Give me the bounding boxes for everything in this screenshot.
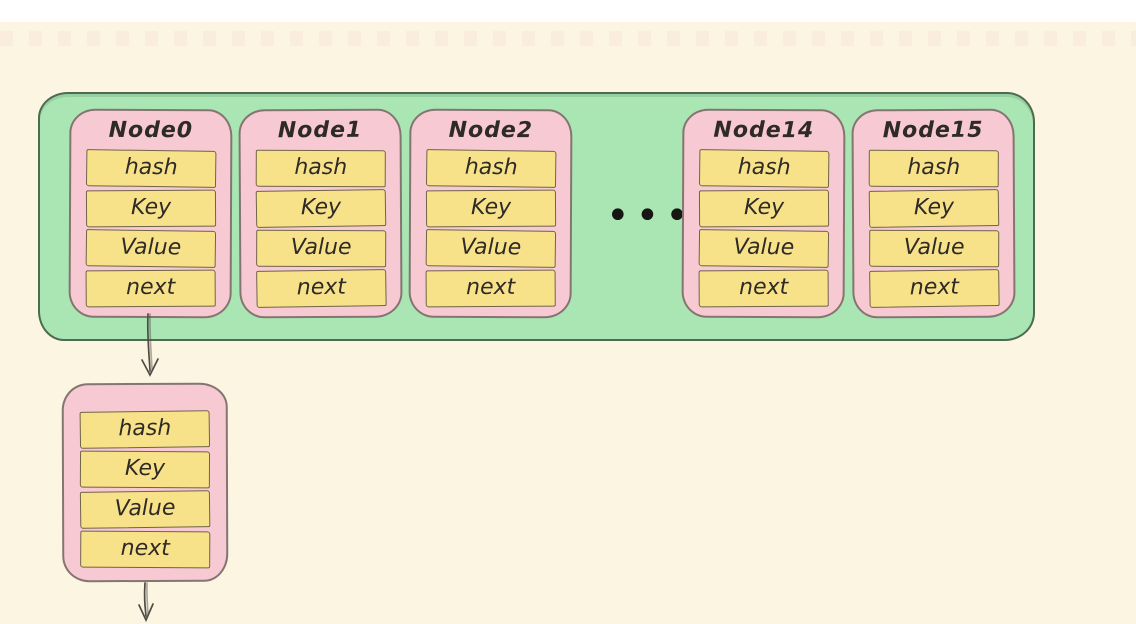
field-value: Value (255, 229, 386, 268)
node-title: Node15 (882, 117, 984, 144)
node-card-node2: Node2 hash Key Value next (408, 108, 573, 319)
node-title: Node1 (277, 117, 363, 144)
field-key: Key (698, 189, 829, 228)
field-key: Key (85, 189, 216, 228)
field-value: Value (425, 229, 556, 268)
node-title: Node2 (448, 117, 534, 144)
field-next: next (80, 530, 211, 569)
field-hash: hash (255, 149, 386, 188)
ellipsis-dots: ••• (606, 193, 695, 239)
arrow-chained-node-down (138, 582, 154, 623)
node-card-node15: Node15 hash Key Value next (851, 108, 1016, 319)
field-value: Value (868, 229, 999, 268)
field-value: Value (698, 229, 829, 268)
node-card-node14: Node14 hash Key Value next (681, 108, 846, 319)
field-key: Key (79, 450, 211, 489)
node-card-node1: Node1 hash Key Value next (238, 108, 403, 319)
node-title: Node0 (108, 117, 194, 144)
top-white-strip (0, 0, 1136, 22)
field-hash: hash (79, 410, 211, 449)
field-next: next (698, 269, 829, 308)
node-title: Node14 (713, 117, 815, 144)
field-key: Key (425, 189, 556, 228)
field-value: Value (79, 490, 211, 529)
field-hash: hash (85, 149, 216, 188)
field-key: Key (868, 189, 999, 228)
node-card-node0: Node0 hash Key Value next (68, 108, 233, 319)
bucket-array-container: Node0 hash Key Value next Node1 hash Key… (38, 92, 1035, 341)
field-next: next (255, 269, 387, 308)
field-value: Value (85, 229, 216, 268)
field-next: next (425, 269, 556, 308)
faint-dash-row (0, 31, 1136, 46)
field-next: next (868, 269, 1000, 308)
field-hash: hash (698, 149, 829, 188)
field-key: Key (255, 189, 386, 228)
chained-list-node: hash Key Value next (61, 382, 229, 583)
field-hash: hash (868, 149, 999, 188)
field-hash: hash (425, 149, 556, 188)
field-next: next (85, 269, 216, 308)
